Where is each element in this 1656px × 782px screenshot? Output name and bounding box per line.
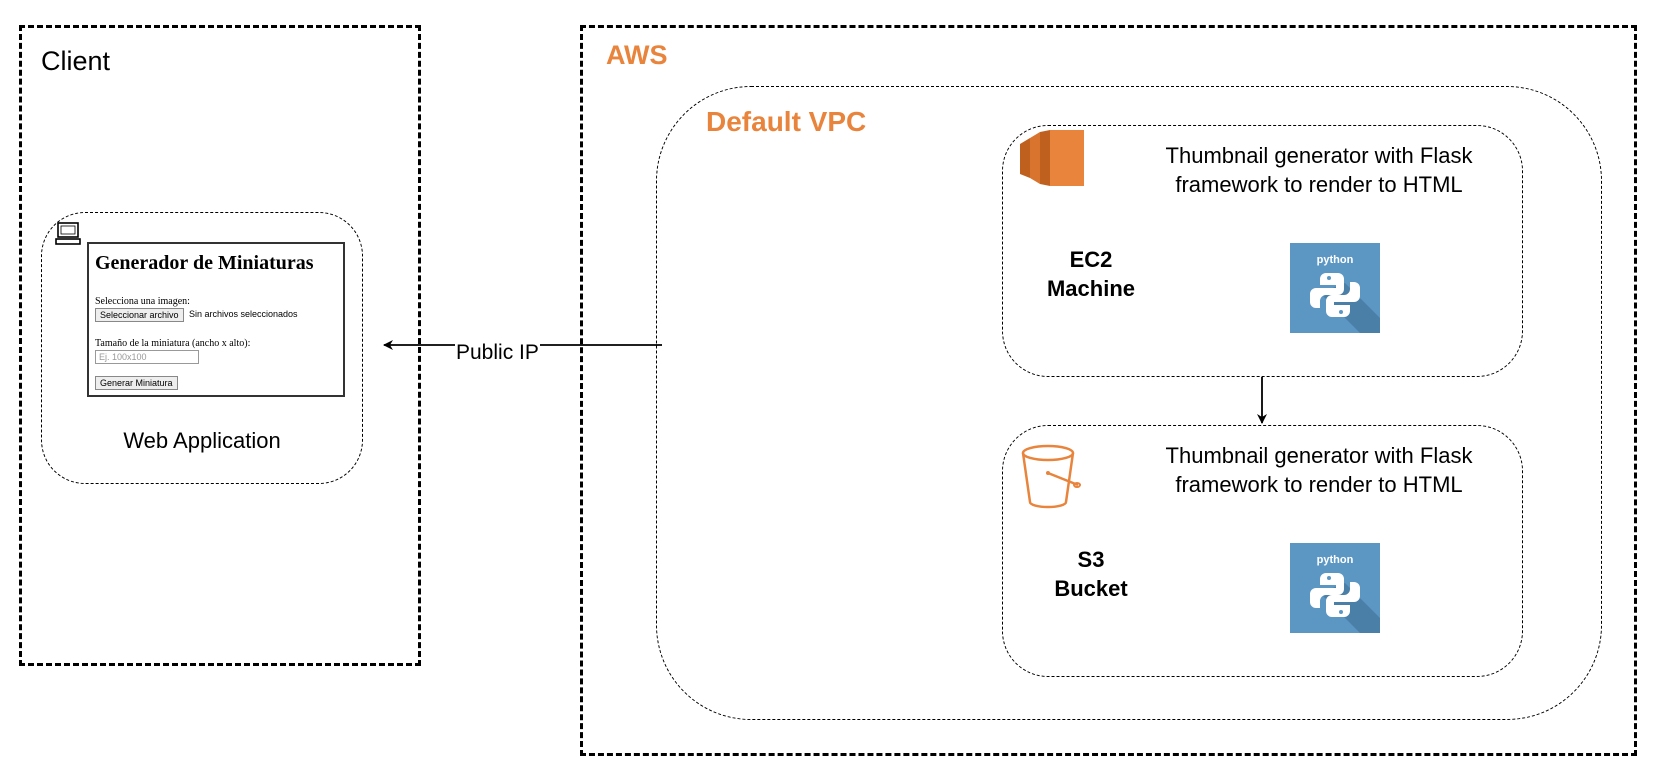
generate-thumbnail-button[interactable]: Generar Miniatura [95, 376, 178, 390]
s3-bucket-icon [1021, 444, 1081, 509]
vpc-label: Default VPC [706, 106, 867, 137]
python-logo-icon: python [1290, 543, 1380, 633]
file-status-text: Sin archivos seleccionados [189, 309, 298, 319]
python-logo-text: python [1316, 554, 1354, 566]
s3-name-line2: Bucket [1054, 576, 1128, 601]
s3-name-line1: S3 [1077, 547, 1105, 572]
computer-icon [55, 222, 81, 245]
aws-container [580, 25, 1637, 756]
thumbnail-size-input[interactable]: Ej. 100x100 [95, 350, 199, 364]
select-file-button[interactable]: Seleccionar archivo [95, 308, 184, 322]
aws-label: AWS [606, 40, 668, 70]
form-title: Generador de Miniaturas [95, 252, 314, 274]
public-ip-label: Public IP [455, 341, 540, 365]
ec2-name-line1: EC2 [1069, 247, 1113, 272]
s3-description: Thumbnail generator with Flask framework… [1165, 443, 1473, 497]
thumbnail-size-label: Tamaño de la miniatura (ancho x alto): [95, 338, 251, 349]
s3-name: S3 Bucket [1021, 545, 1161, 603]
web-application-container [41, 212, 363, 484]
python-logo-text: python [1316, 254, 1354, 266]
web-application-label: Web Application [123, 428, 281, 453]
ec2-icon [1020, 130, 1084, 186]
ec2-description: Thumbnail generator with Flask framework… [1165, 143, 1473, 197]
client-label: Client [41, 46, 111, 76]
select-image-label: Selecciona una imagen: [95, 296, 190, 307]
python-logo-icon: python [1290, 243, 1380, 333]
ec2-container [1002, 125, 1523, 377]
thumbnail-form-preview: Generador de Miniaturas Selecciona una i… [87, 242, 345, 397]
vpc-container [656, 86, 1602, 720]
ec2-name-line2: Machine [1046, 276, 1136, 301]
ec2-name: EC2 Machine [1021, 245, 1161, 303]
s3-container [1002, 425, 1523, 677]
